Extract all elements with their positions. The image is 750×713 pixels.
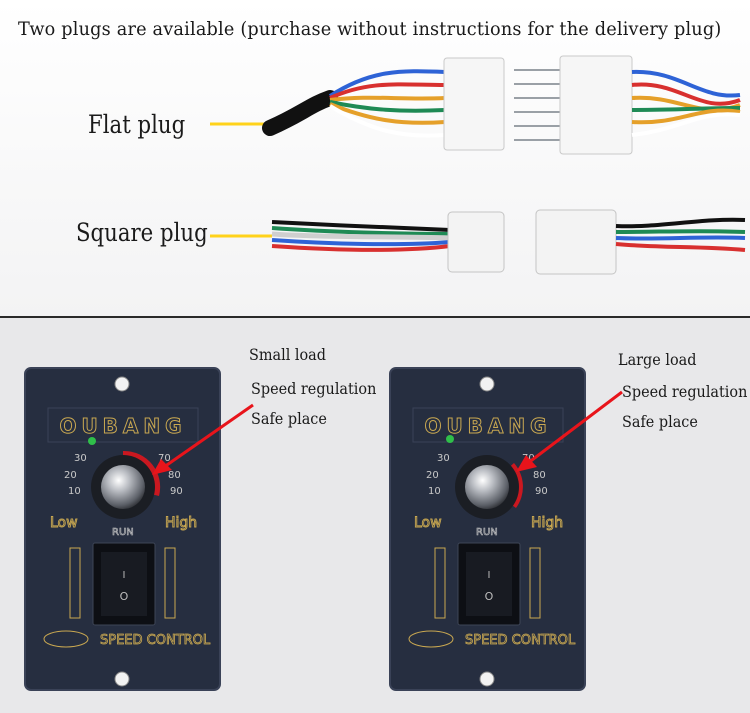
flat-plug-housing-left [443, 57, 505, 151]
controller-section [0, 318, 750, 713]
controller-1-annotation-line-1: Small load [249, 345, 326, 364]
controller-1-annotation-line-2: Speed regulation [251, 379, 377, 398]
controller-2-annotation-line-3: Safe place [622, 412, 698, 431]
square-plug-right-cable [615, 217, 746, 252]
square-plug-housing-right [535, 209, 617, 275]
section-divider [0, 316, 750, 318]
controller-2-annotation-line-2: Speed regulation [622, 382, 748, 401]
plug-options-section [0, 0, 750, 316]
square-plug-label: Square plug [76, 218, 208, 247]
square-plug-housing-left [447, 211, 505, 273]
square-plug-left-cable [271, 220, 451, 252]
flat-plug-left-cable [262, 69, 446, 138]
flat-plug-pins [514, 69, 560, 141]
flat-plug-label: Flat plug [88, 110, 186, 139]
flat-plug-right-cable [631, 69, 741, 137]
plugs-illustration [210, 55, 746, 275]
controller-1-annotation-line-3: Safe place [251, 409, 327, 428]
plugs-heading: Two plugs are available (purchase withou… [18, 18, 722, 40]
controller-2-annotation-line-1: Large load [618, 350, 697, 369]
flat-plug-housing-right [559, 55, 633, 155]
